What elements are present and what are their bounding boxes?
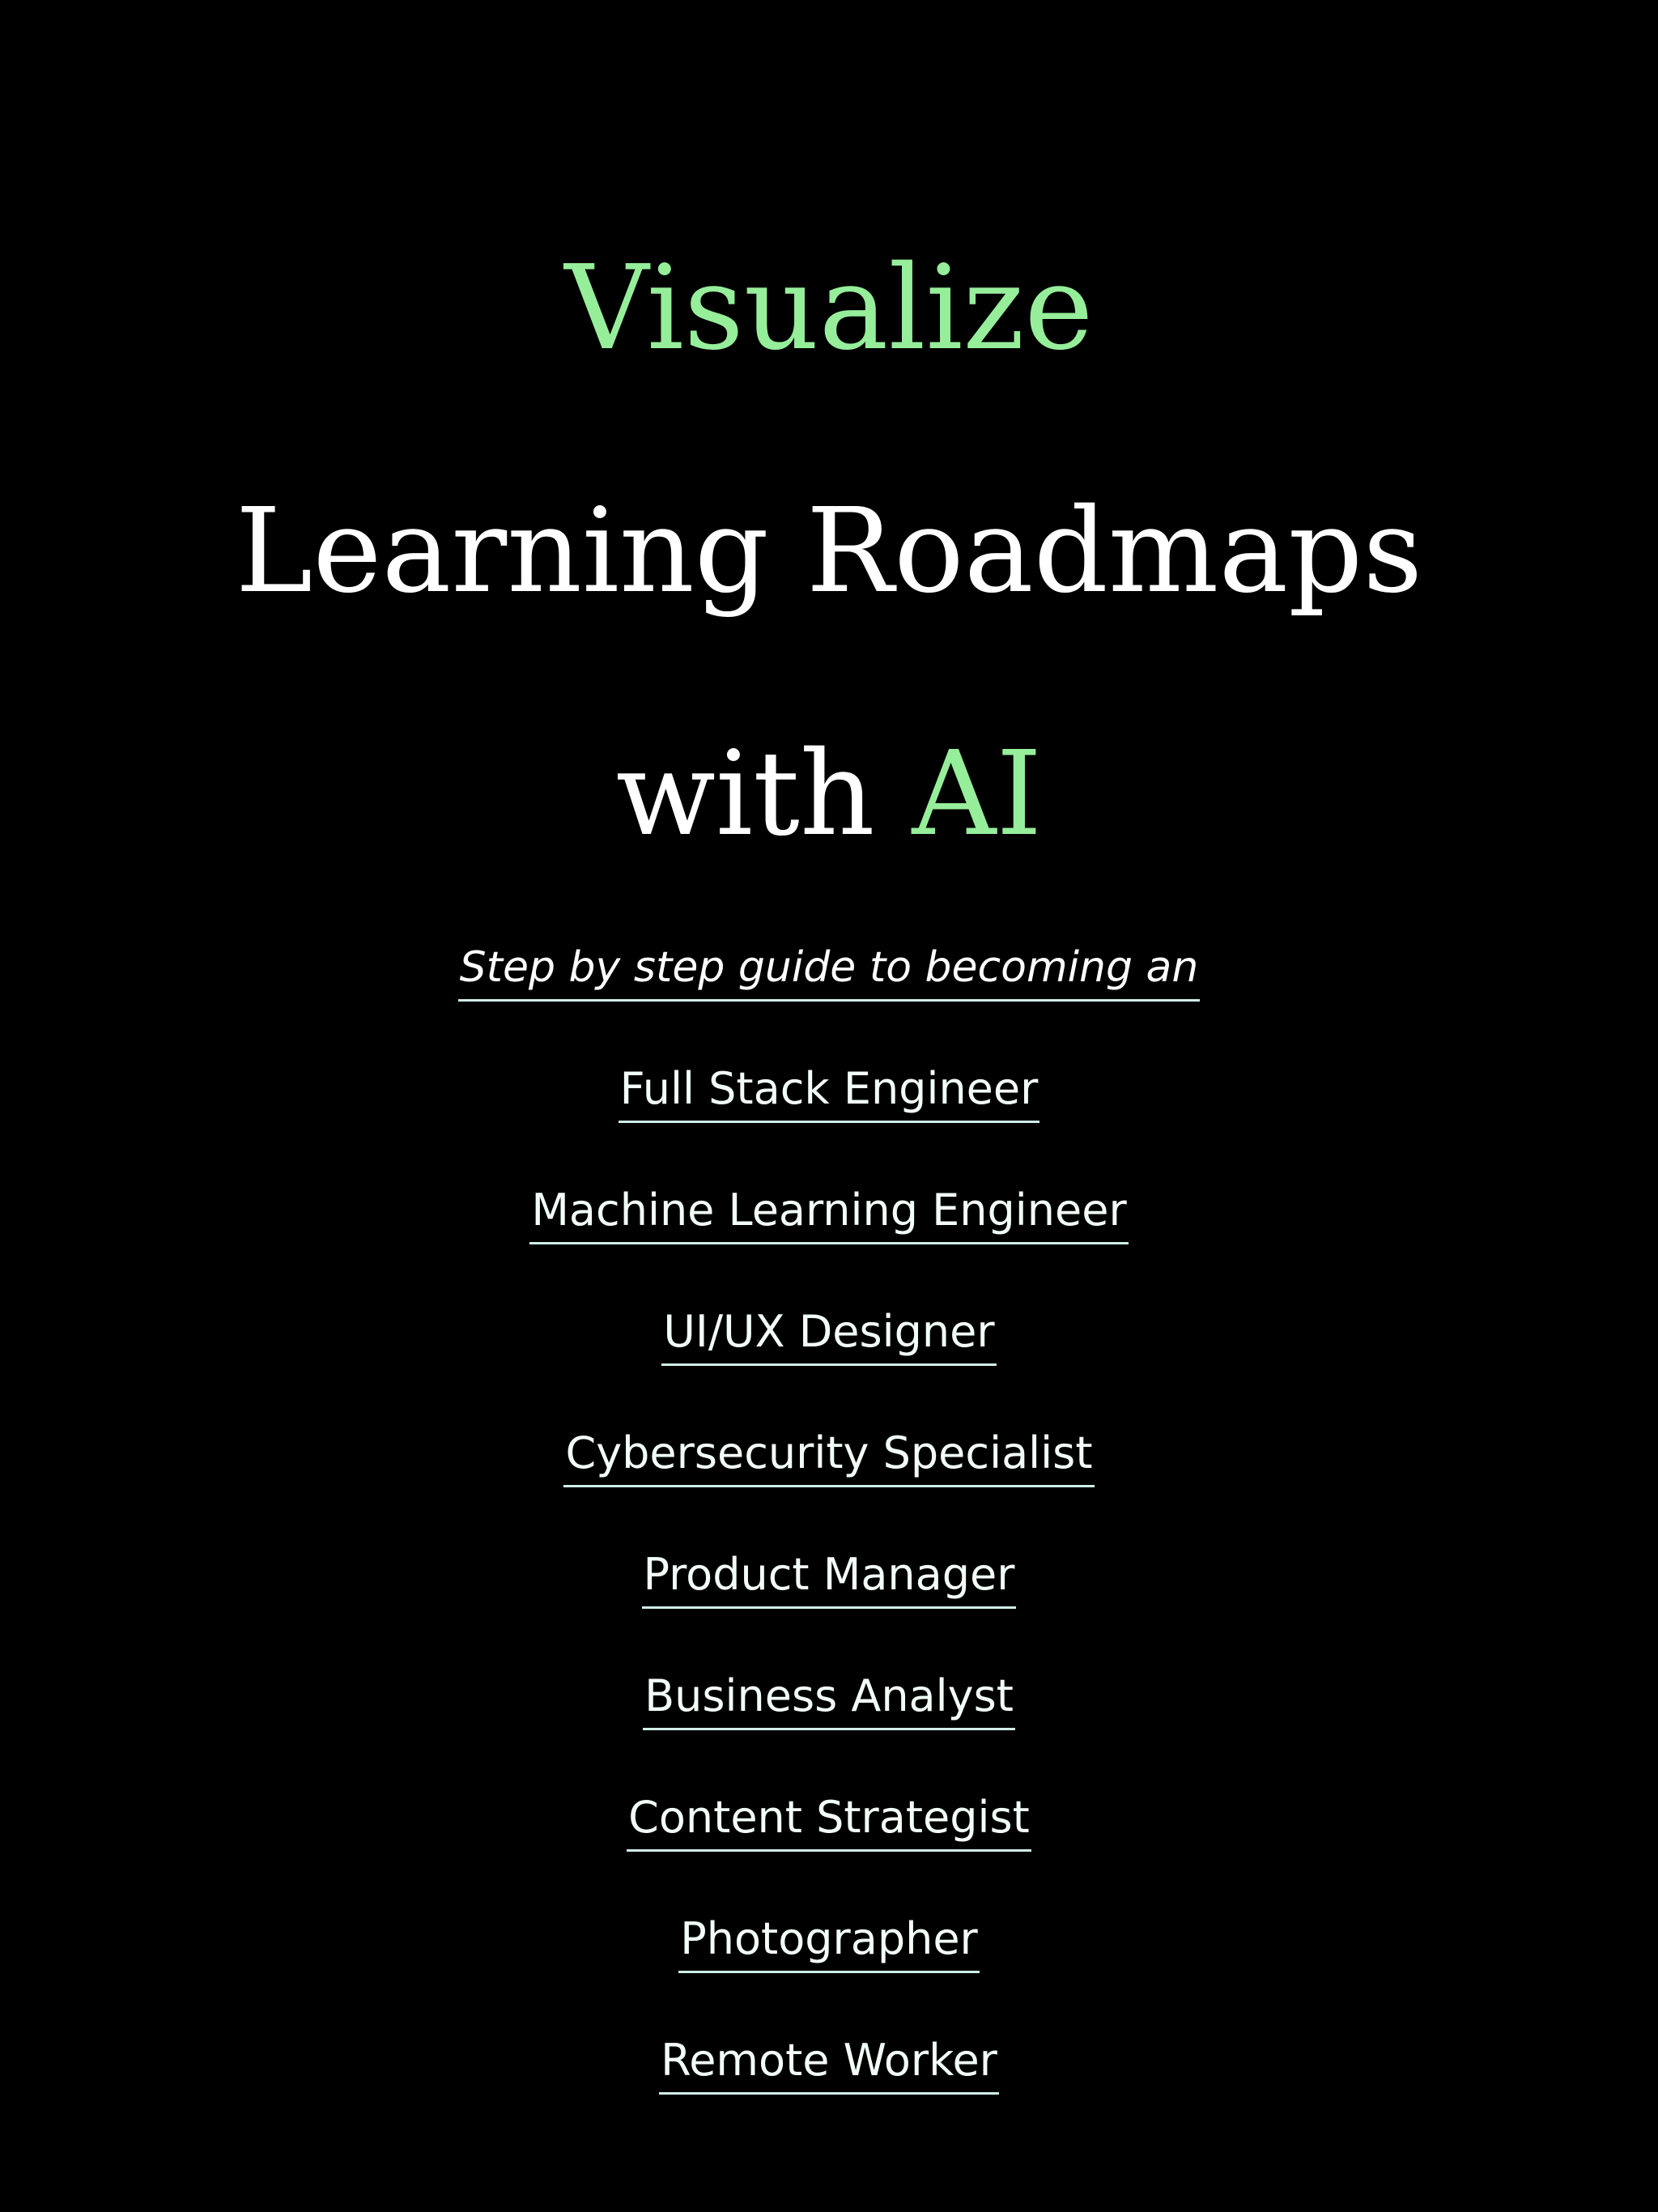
role-link-full-stack-engineer[interactable]: Full Stack Engineer [618,1061,1040,1123]
tagline: Step by step guide to becoming an [0,939,1658,1002]
headline-ai-accent: AI [912,725,1043,861]
role-item-machine-learning-engineer: Machine Learning Engineer [0,1182,1658,1304]
role-link-photographer[interactable]: Photographer [678,1911,980,1973]
role-link-ui-ux-designer[interactable]: UI/UX Designer [661,1304,997,1366]
headline-with-text: with [615,725,912,861]
role-link-remote-worker[interactable]: Remote Worker [659,2032,999,2095]
roles-list: Full Stack Engineer Machine Learning Eng… [0,1061,1658,2154]
role-link-cybersecurity-specialist[interactable]: Cybersecurity Specialist [563,1425,1095,1487]
role-item-full-stack-engineer: Full Stack Engineer [0,1061,1658,1182]
tagline-text: Step by step guide to becoming an [457,939,1201,1002]
role-link-content-strategist[interactable]: Content Strategist [627,1789,1031,1852]
role-item-business-analyst: Business Analyst [0,1668,1658,1789]
role-item-remote-worker: Remote Worker [0,2032,1658,2154]
role-link-product-manager[interactable]: Product Manager [641,1546,1017,1609]
role-item-content-strategist: Content Strategist [0,1789,1658,1911]
role-item-ui-ux-designer: UI/UX Designer [0,1304,1658,1425]
role-item-cybersecurity-specialist: Cybersecurity Specialist [0,1425,1658,1546]
headline-with-ai: with AI [0,721,1658,866]
role-link-machine-learning-engineer[interactable]: Machine Learning Engineer [529,1182,1129,1244]
headline-learning-roadmaps: Learning Roadmaps [235,483,1423,619]
role-item-photographer: Photographer [0,1911,1658,2032]
headline-visualize: Visualize [564,240,1094,376]
role-link-business-analyst[interactable]: Business Analyst [643,1668,1015,1730]
role-item-product-manager: Product Manager [0,1546,1658,1668]
